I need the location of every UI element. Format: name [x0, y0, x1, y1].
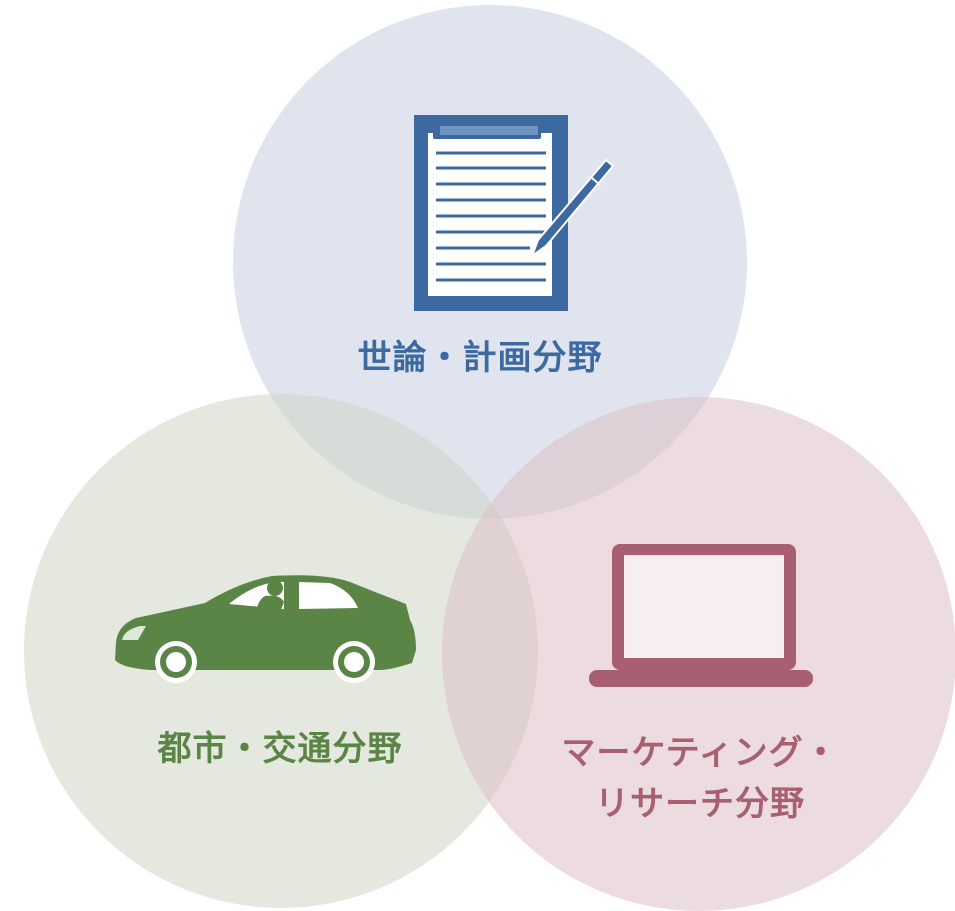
- area-label-urban-transport: 都市・交通分野: [157, 729, 403, 769]
- area-label-marketing-research-line1: マーケティング・: [561, 733, 839, 773]
- area-label-opinion-planning: 世論・計画分野: [357, 338, 603, 378]
- car-icon: [115, 575, 416, 683]
- clipboard-pen-icon: [414, 115, 615, 311]
- area-label-marketing-research: マーケティング・ リサーチ分野: [500, 728, 900, 830]
- laptop-icon: [589, 544, 813, 687]
- area-label-marketing-research-line2: リサーチ分野: [595, 784, 805, 824]
